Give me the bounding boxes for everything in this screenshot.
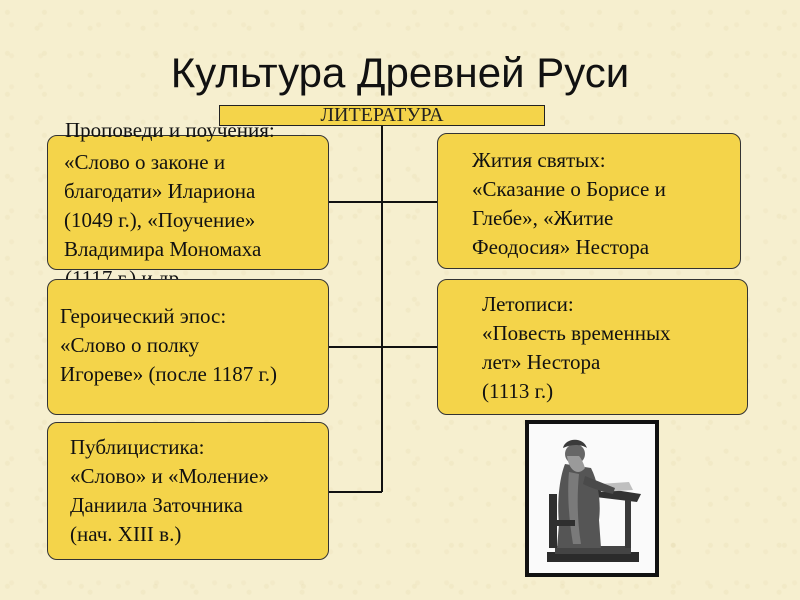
epic-line: Игореве» (после 1187 г.) [60,362,278,386]
chronicler-statue-image [525,420,659,577]
sermons-overflow-line: (1117 г.) и др. [47,262,329,282]
publicism-line: «Слово» и «Моление» [70,464,269,488]
sermons-line: (1049 г.), «Поучение» [64,208,256,232]
sermons-heading: Проповеди и поучения: [65,118,275,142]
lives-line: «Сказание о Борисе и [472,177,666,201]
epic-line: «Слово о полку [60,333,200,357]
sermons-line: благодати» Илариона [64,179,256,203]
sermons-box: Проповеди и поучения: «Слово о законе и … [47,118,329,270]
epic-heading: Героический эпос: [60,304,227,328]
chronicles-line: «Повесть временных [482,321,671,345]
chronicles-heading: Летописи: [482,292,574,316]
lives-line: Глебе», «Житие [472,206,614,230]
lives-line: Феодосия» Нестора [472,235,650,259]
literature-root-node: ЛИТЕРАТУРА [219,105,545,126]
lives-of-saints-box: Жития святых: «Сказание о Борисе и Глебе… [437,133,741,269]
heroic-epic-box: Героический эпос: «Слово о полку Игореве… [47,279,329,415]
sermons-line: «Слово о законе и [64,150,226,174]
sermons-line: (1117 г.) и др. [65,266,185,282]
statue-figure-icon [547,439,641,562]
sermons-line: Владимира Мономаха [64,237,262,261]
chronicles-line: (1113 г.) [482,379,554,403]
lives-heading: Жития святых: [472,148,606,172]
publicism-box: Публицистика: «Слово» и «Моление» Даниил… [47,422,329,560]
publicism-line: Даниила Заточника [70,493,243,517]
slide-title: Культура Древней Руси [170,49,630,96]
chronicles-line: лет» Нестора [482,350,601,374]
chronicles-box: Летописи: «Повесть временных лет» Нестор… [437,279,748,415]
publicism-line: (нач. XIII в.) [70,522,182,546]
publicism-heading: Публицистика: [70,435,205,459]
